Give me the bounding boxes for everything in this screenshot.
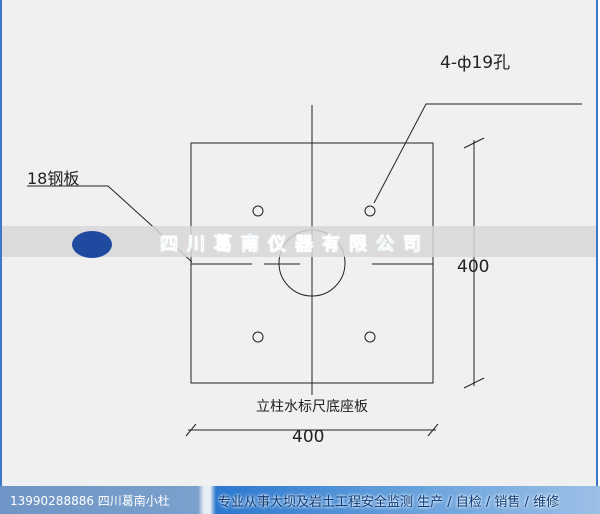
slogan: 专业从事大坝及岩土工程安全监测 生产 / 自检 / 销售 / 维修 (218, 495, 560, 510)
dim-horizontal-label: 400 (292, 427, 324, 447)
bolt-hole (252, 331, 264, 343)
plate-label: 18钢板 (27, 169, 79, 188)
dim-vertical-label: 400 (457, 257, 489, 277)
footer-bar: 13990288886 四川葛南小杜 专业从事大坝及岩土工程安全监测 生产 / … (0, 486, 600, 514)
hole-leader (373, 103, 582, 204)
contact-phone: 13990288886 四川葛南小杜 (10, 494, 170, 508)
company-name: 四川葛南仪器有限公司 (160, 234, 430, 256)
hole-label: 4-ф19孔 (440, 53, 510, 73)
bolt-hole (252, 205, 264, 217)
bolt-hole (364, 331, 376, 343)
drawing-caption: 立柱水标尺底座板 (256, 399, 368, 415)
company-logo (72, 231, 112, 258)
bolt-hole (364, 205, 376, 217)
company-banner: 四川葛南仪器有限公司 (2, 226, 596, 258)
